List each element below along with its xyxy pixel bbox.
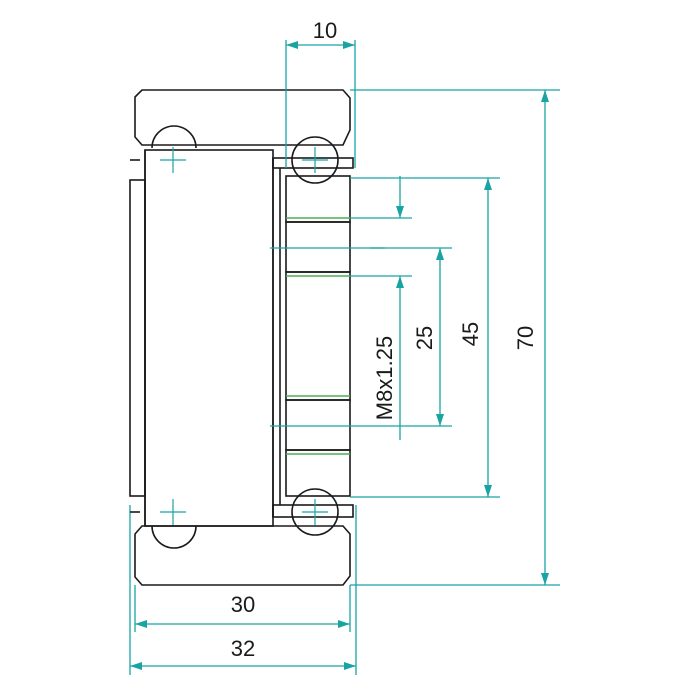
dim-inner-height-small: 25 xyxy=(270,247,452,427)
dim-label-45: 45 xyxy=(458,322,483,346)
dim-inner-height-large: 45 xyxy=(350,177,500,498)
ball-top-left xyxy=(151,125,197,149)
ball-top-right xyxy=(291,136,339,184)
dim-outer-width: 32 xyxy=(129,505,357,675)
dim-thread: M8x1.25 xyxy=(270,176,412,440)
threaded-section xyxy=(285,175,351,497)
dim-label-32: 32 xyxy=(231,636,255,661)
ball-bottom-right xyxy=(291,488,339,536)
shaft-body xyxy=(129,149,274,527)
outer-ring-top xyxy=(134,89,351,146)
dim-label-thread: M8x1.25 xyxy=(372,336,397,420)
dim-top-width: 10 xyxy=(285,18,356,168)
dim-inner-width: 30 xyxy=(134,585,351,632)
dim-outer-height: 70 xyxy=(350,89,560,586)
dim-label-10: 10 xyxy=(313,18,337,43)
dim-label-25: 25 xyxy=(412,326,437,350)
inner-race xyxy=(272,157,354,518)
center-marks xyxy=(160,147,328,525)
dim-label-30: 30 xyxy=(231,592,255,617)
left-ticks xyxy=(130,159,140,513)
ball-bottom-left xyxy=(151,525,197,549)
outer-ring-bottom xyxy=(134,525,351,586)
dim-label-70: 70 xyxy=(513,326,538,350)
bearing-balls xyxy=(151,125,339,549)
